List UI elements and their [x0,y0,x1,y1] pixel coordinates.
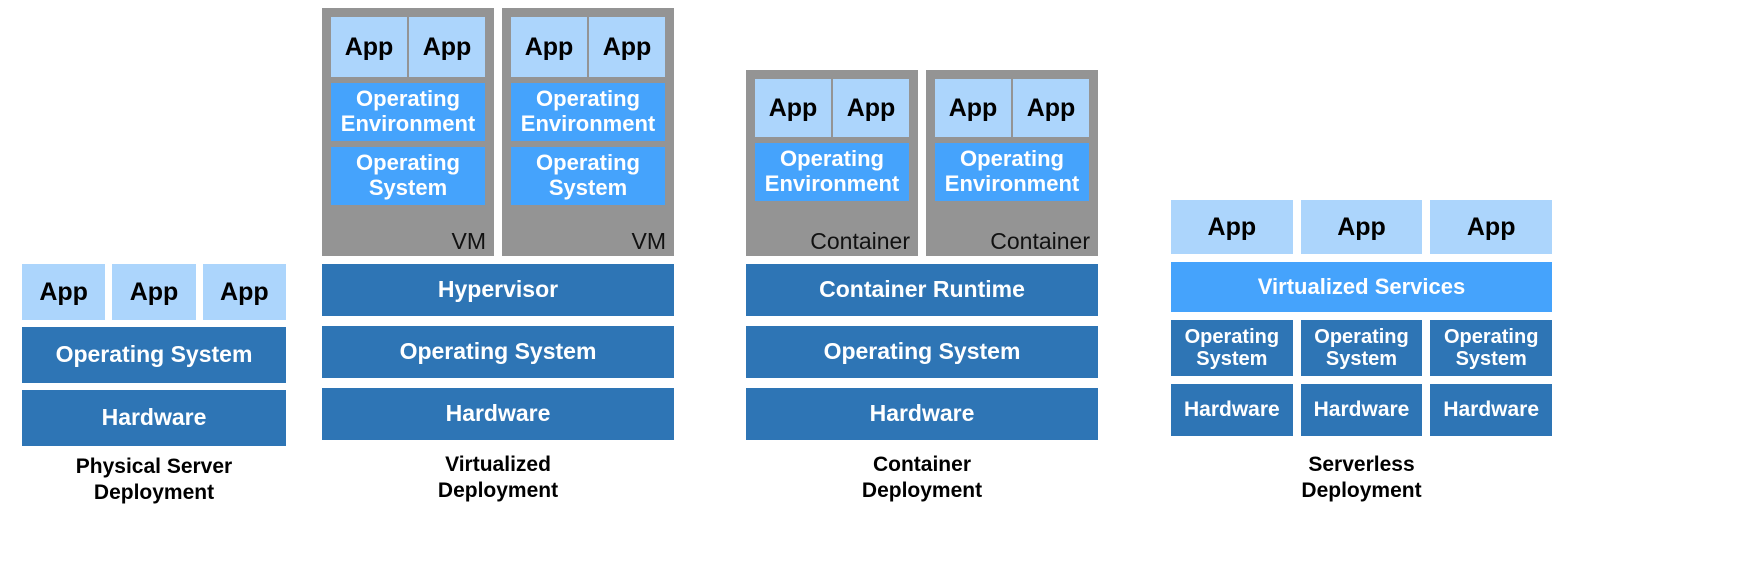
app-box: App [589,17,665,77]
app-box: App [1013,79,1089,137]
operating-system-layer: Operating System [746,326,1098,378]
app-box: App [202,264,286,320]
column-caption: Container Deployment [746,452,1098,505]
vm-boundary: App App Operating Environment Operating … [322,8,494,256]
vm-boundary: App App Operating Environment Operating … [502,8,674,256]
oe-line-1: Operating [780,146,884,172]
os-line-2: System [1455,348,1527,370]
container-boundary-label: Container [990,227,1090,254]
os-line-1: Operating [536,150,640,176]
hardware-layer: Hardware [1300,384,1423,436]
hardware-layer: Hardware [746,388,1098,440]
caption-line-2: Deployment [1301,479,1422,503]
container-row: App App Operating Environment Container … [746,70,1098,256]
os-line-1: Operating [356,150,460,176]
os-line-1: Operating [1443,325,1539,348]
app-box: App [935,79,1011,137]
hardware-layer: Hardware [22,390,286,446]
app-box: App [833,79,909,137]
app-row: App App App [1171,200,1553,254]
operating-environment-layer: Operating Environment [331,83,485,141]
container-boundary-label: Container [810,227,910,254]
hardware-layer: Hardware [1171,384,1293,436]
app-box: App [22,264,106,320]
virtualized-services-layer: Virtualized Services [1171,262,1552,312]
app-box: App [112,264,196,320]
container-boundary: App App Operating Environment Container [926,70,1098,256]
vm-boundary-label: VM [451,227,487,254]
app-box: App [1300,200,1423,254]
hypervisor-layer: Hypervisor [322,264,674,316]
caption-line-1: Virtualized [445,453,551,476]
hardware-layer: Hardware [322,388,674,440]
app-box: App [755,79,831,137]
vm-boundary-label: VM [631,227,667,254]
app-box: App [511,17,587,77]
app-row: App App [935,79,1089,137]
column-container: App App Operating Environment Container … [746,0,1098,574]
hardware-layer: Hardware [1430,384,1553,436]
operating-system-layer: Operating System [1430,320,1553,376]
operating-environment-layer: Operating Environment [935,143,1089,201]
app-box: App [409,17,485,77]
os-line-2: System [1196,348,1268,370]
oe-line-2: Environment [944,171,1080,196]
caption-line-2: Deployment [861,479,983,503]
app-row: App App App [22,264,286,320]
column-virtualized: App App Operating Environment Operating … [322,0,674,574]
guest-operating-system-layer: Operating System [331,147,485,205]
oe-line-2: Environment [340,111,476,136]
oe-line-1: Operating [536,86,640,112]
column-physical-server: App App App Operating System Hardware Ph… [22,0,286,574]
container-runtime-layer: Container Runtime [746,264,1098,316]
column-caption: Virtualized Deployment [322,452,674,505]
hardware-row: Hardware Hardware Hardware [1171,384,1553,436]
caption-line-1: Physical Server [75,455,233,478]
operating-system-layer: Operating System [322,326,674,378]
oe-line-2: Environment [520,111,656,136]
operating-system-layer: Operating System [1300,320,1423,376]
app-row: App App [331,17,485,77]
caption-line-1: Serverless [1308,453,1415,476]
os-line-1: Operating [1314,325,1409,348]
caption-line-1: Container [872,453,971,476]
vm-row: App App Operating Environment Operating … [322,8,674,256]
app-box: App [1171,200,1293,254]
operating-environment-layer: Operating Environment [511,83,665,141]
app-row: App App [755,79,909,137]
column-serverless: App App App Virtualized Services Operati… [1171,0,1553,574]
column-caption: Physical Server Deployment [22,454,286,507]
container-boundary: App App Operating Environment Container [746,70,918,256]
app-box: App [331,17,407,77]
app-row: App App [511,17,665,77]
column-caption: Serverless Deployment [1171,452,1552,505]
operating-environment-layer: Operating Environment [755,143,909,201]
operating-system-layer: Operating System [1171,320,1293,376]
caption-line-2: Deployment [437,479,559,503]
os-line-2: System [1325,348,1398,370]
os-line-2: System [548,175,628,200]
app-box: App [1430,200,1553,254]
oe-line-1: Operating [356,86,460,112]
caption-line-2: Deployment [93,481,215,505]
operating-system-row: Operating System Operating System Operat… [1171,320,1553,376]
os-line-1: Operating [1184,325,1280,348]
os-line-2: System [368,175,448,200]
guest-operating-system-layer: Operating System [511,147,665,205]
oe-line-1: Operating [960,146,1064,172]
operating-system-layer: Operating System [22,327,286,383]
oe-line-2: Environment [764,171,900,196]
